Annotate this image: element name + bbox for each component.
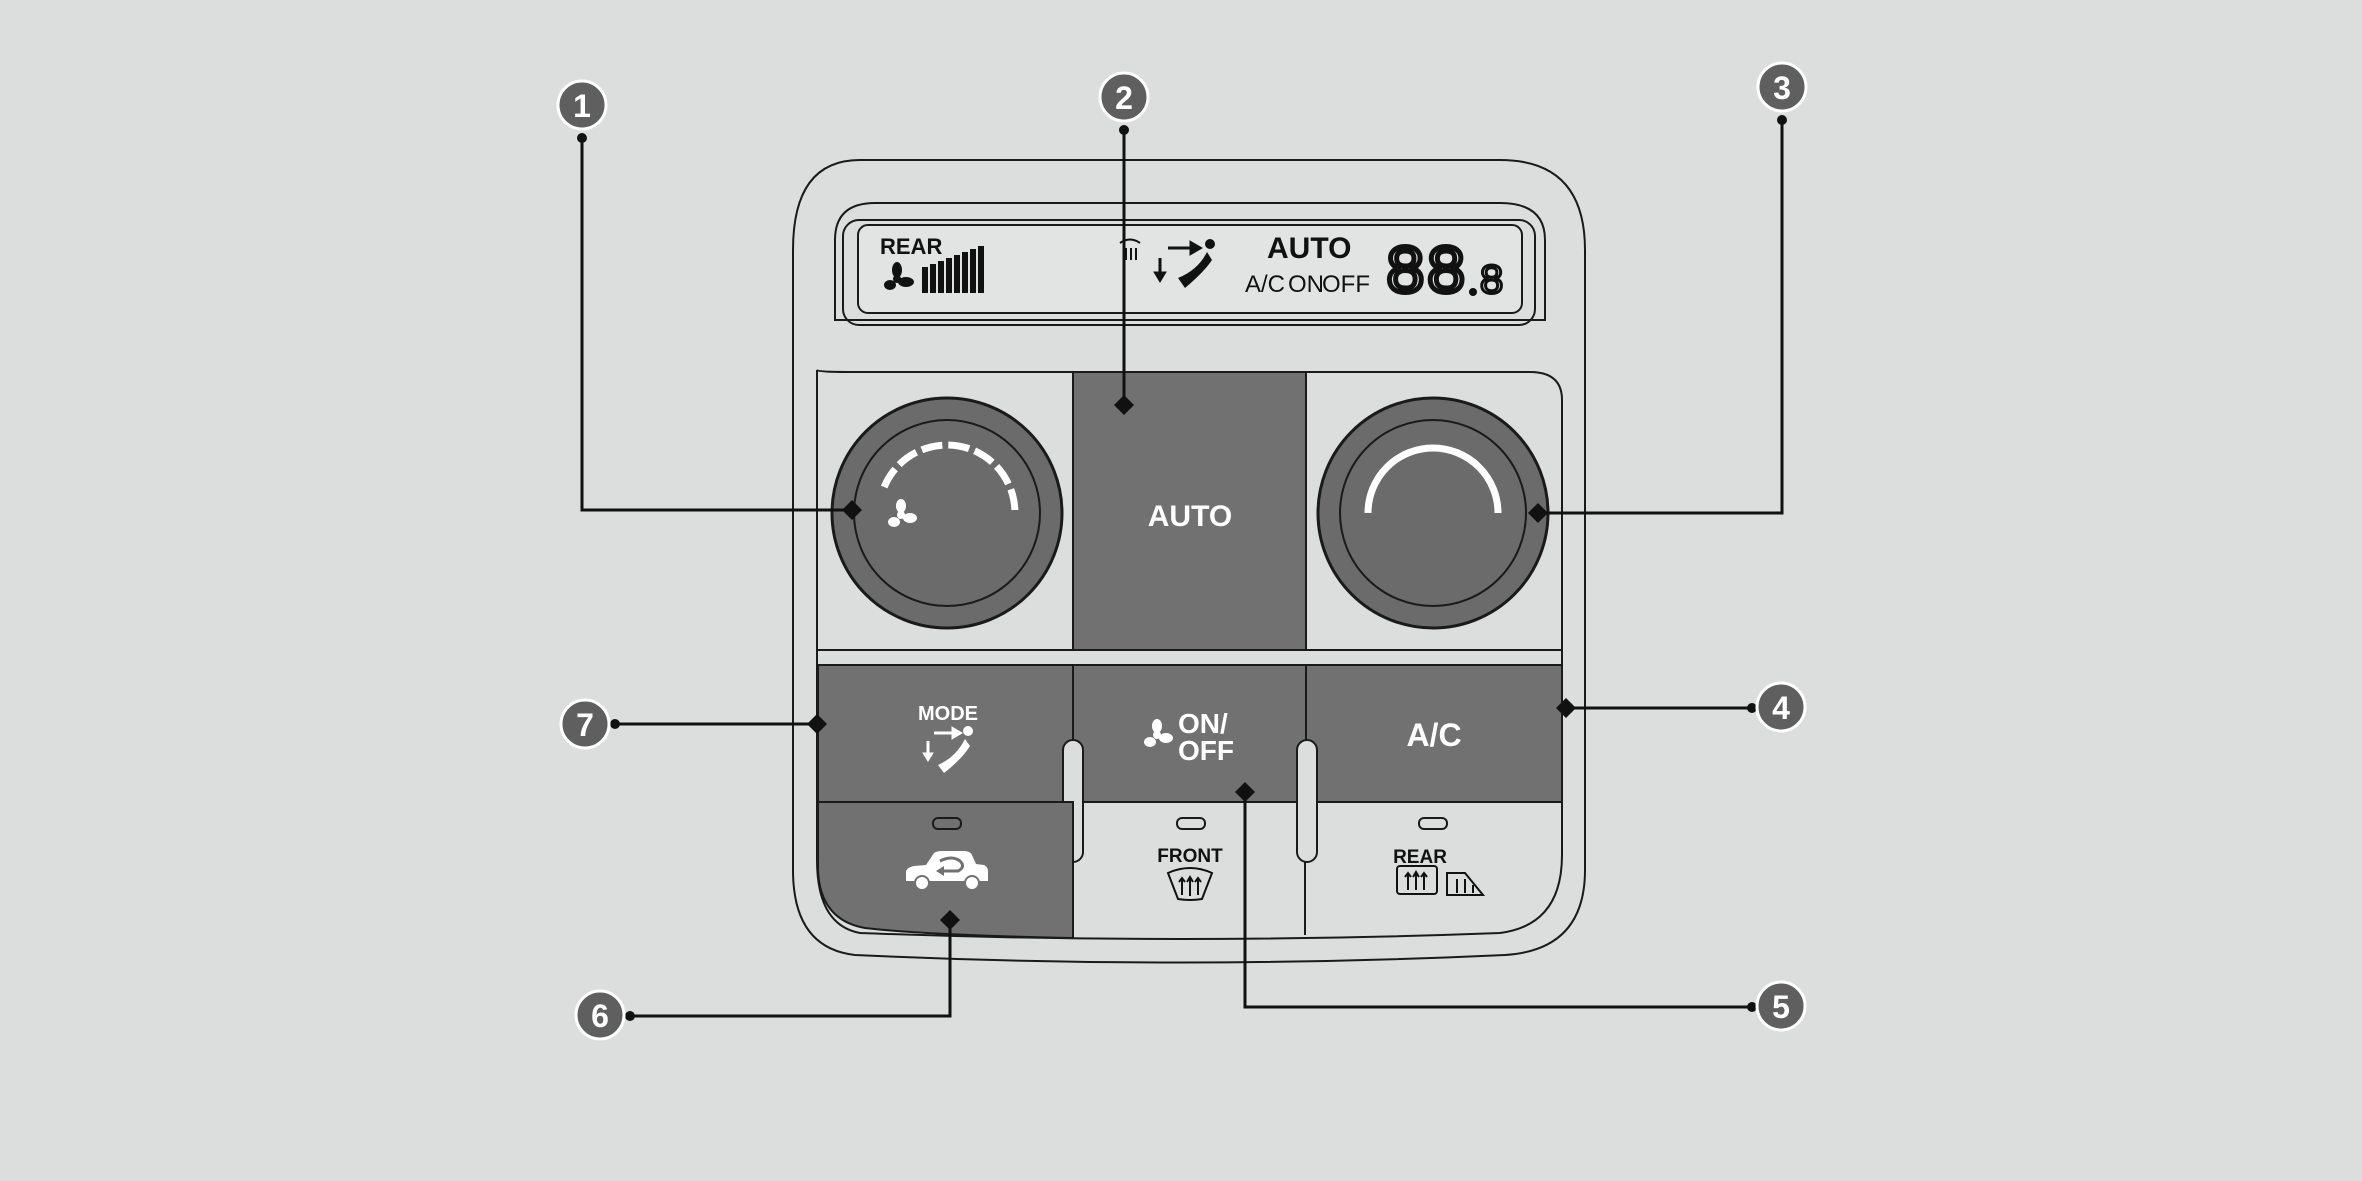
callout-leader-lines — [580, 120, 1784, 1018]
callout-7-number: 7 — [576, 707, 594, 743]
front-defroster-label: FRONT — [1157, 846, 1223, 867]
front-defroster-indicator — [1176, 817, 1206, 830]
temperature-knob[interactable] — [1316, 396, 1550, 630]
front-defroster-button[interactable]: FRONT — [1157, 817, 1223, 901]
callout-4: 4 — [1755, 681, 1807, 733]
mirror-defroster-icon — [1446, 872, 1486, 896]
display-mode-icon — [1153, 239, 1215, 288]
temperature-knob-dial-arc — [1364, 444, 1502, 514]
display-auto-text: AUTO — [1267, 232, 1351, 265]
rear-defroster-icon — [1396, 865, 1438, 895]
ac-button-label: A/C — [1406, 717, 1461, 753]
fan-speed-bar — [946, 258, 952, 293]
fan-dial-segment — [1007, 488, 1019, 511]
display-decimal-point — [1469, 288, 1477, 296]
recirculation-indicator — [932, 817, 962, 830]
rear-defroster-button[interactable]: REAR — [1393, 817, 1486, 896]
lcd-display: REAR AUTO A/C ON OFF 88 8 — [842, 219, 1536, 326]
display-ac-text: A/C — [1245, 271, 1285, 298]
callout-3: 3 — [1756, 61, 1808, 113]
fan-speed-bar — [954, 255, 960, 293]
fan-speed-bar — [970, 249, 976, 293]
fan-dial-segment — [948, 441, 971, 453]
fan-on-label: ON/ — [1178, 708, 1228, 739]
front-defroster-icon — [1166, 867, 1214, 901]
fan-dial-segment — [973, 447, 995, 465]
mode-icon — [922, 726, 973, 773]
fan-knob-fan-icon — [888, 499, 917, 527]
recirculation-button[interactable] — [817, 801, 1074, 940]
ac-button[interactable]: A/C — [1305, 664, 1563, 803]
fan-speed-bar — [962, 252, 968, 293]
fan-dial-segment — [880, 466, 898, 489]
fan-dial-segment — [993, 464, 1012, 486]
fan-dial-segment — [920, 441, 943, 454]
display-fan-speed-bars — [922, 246, 984, 293]
display-fan-icon — [884, 262, 914, 290]
callout-1-number: 1 — [573, 88, 591, 124]
recirculation-icon — [906, 851, 988, 891]
callout-6-number: 6 — [591, 998, 609, 1034]
fan-off-label: OFF — [1178, 735, 1234, 766]
display-temperature-decimal: 8 — [1479, 258, 1504, 306]
display-defrost-icon — [1119, 238, 1141, 260]
fan-speed-bar — [978, 246, 984, 293]
callout-2: 2 — [1098, 71, 1150, 123]
display-temperature-digits: 88 — [1385, 236, 1467, 313]
callout-leader-markers — [577, 115, 1787, 1021]
callout-3-number: 3 — [1773, 70, 1791, 106]
fan-speed-bar — [938, 261, 944, 293]
callout-4-number: 4 — [1772, 690, 1790, 726]
fan-on-off-button[interactable]: ON/ OFF — [1072, 664, 1307, 803]
fan-speed-knob[interactable] — [830, 396, 1064, 630]
display-on-text: ON — [1288, 271, 1324, 298]
rear-defroster-label: REAR — [1393, 847, 1447, 868]
fan-icon — [1144, 719, 1173, 747]
mode-button-label: MODE — [918, 703, 978, 725]
mode-button[interactable]: MODE — [817, 664, 1074, 803]
callout-5: 5 — [1755, 980, 1807, 1032]
fan-speed-bar — [930, 264, 936, 293]
fan-dial-segment — [896, 449, 919, 468]
auto-button[interactable]: AUTO — [1072, 371, 1307, 651]
callout-1: 1 — [556, 79, 608, 131]
callout-7: 7 — [559, 698, 611, 750]
rear-defroster-indicator — [1418, 817, 1448, 830]
callout-6: 6 — [574, 989, 626, 1041]
callout-5-number: 5 — [1772, 989, 1790, 1025]
divider-slot-right — [1296, 739, 1318, 863]
fan-speed-bar — [922, 267, 928, 293]
callout-2-number: 2 — [1115, 80, 1133, 116]
fan-knob-dial-arc — [880, 441, 1019, 511]
display-off-text: OFF — [1322, 271, 1370, 298]
display-rear-label: REAR — [880, 234, 942, 259]
auto-button-label: AUTO — [1148, 500, 1232, 533]
